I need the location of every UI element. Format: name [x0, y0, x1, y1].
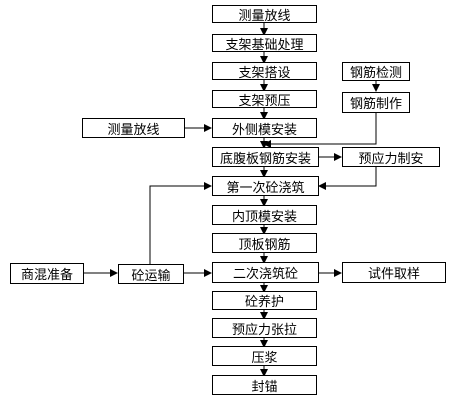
side-prestress-make: 预应力制安 [342, 147, 440, 167]
step-base-treatment: 支架基础处理 [212, 34, 317, 53]
arrow-prestress-to-first [318, 167, 377, 190]
step-top-rebar: 顶板钢筋 [212, 233, 317, 253]
step-tensioning: 预应力张拉 [212, 318, 317, 338]
step-first-pour: 第一次砼浇筑 [212, 176, 319, 196]
side-rebar-make: 钢筋制作 [342, 92, 410, 113]
step-bottom-web-rebar: 底腹板钢筋安装 [212, 147, 319, 167]
side-commercial-mix: 商混准备 [10, 263, 84, 284]
side-rebar-test: 钢筋检测 [342, 62, 410, 81]
step-anchor-seal: 封锚 [212, 375, 317, 395]
step-support-preload: 支架预压 [212, 90, 317, 109]
step-grouting: 压浆 [212, 346, 317, 366]
step-inner-top-form: 内顶模安装 [212, 205, 317, 225]
step-support-erect: 支架搭设 [212, 62, 317, 81]
step-measure-top: 测量放线 [212, 5, 317, 24]
side-measure-left: 测量放线 [82, 118, 185, 138]
step-curing: 砼养护 [212, 291, 317, 310]
arrow-rebar-to-bottom [263, 113, 377, 148]
step-second-pour: 二次浇筑砼 [212, 262, 319, 283]
arrow-transport-to-first [149, 182, 212, 264]
side-concrete-transport: 砼运输 [118, 264, 184, 284]
side-specimen: 试件取样 [342, 262, 446, 283]
step-outer-form: 外侧模安装 [212, 118, 317, 138]
